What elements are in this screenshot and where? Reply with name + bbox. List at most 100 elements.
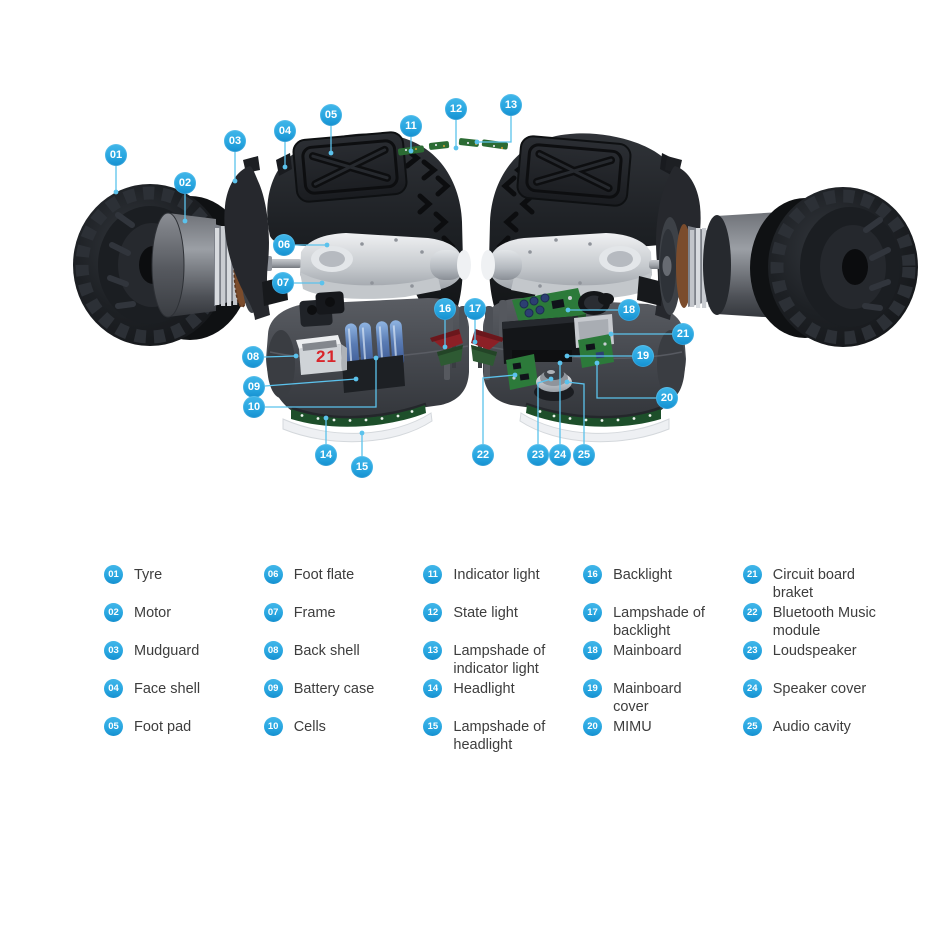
callout-badge-07: 07 [272, 272, 294, 294]
legend-label-25: Audio cavity [772, 719, 851, 735]
legend-badge-17: 17 [583, 603, 603, 622]
mimu-board [578, 334, 614, 368]
legend-label-02: Motor [134, 605, 172, 621]
callout-badge-04: 04 [274, 120, 296, 142]
battery-assembly [296, 291, 405, 393]
leader-dot-14 [323, 415, 329, 421]
callout-badge-02: 02 [174, 172, 196, 194]
leader-dot-08 [293, 353, 299, 359]
legend-item-25: 25 Audio cavity [742, 717, 903, 755]
legend-badge-02: 02 [104, 603, 123, 622]
leader-dot-12 [453, 145, 459, 151]
legend-badge-20: 20 [583, 717, 603, 736]
leader-line-22 [482, 374, 516, 444]
callout-badge-15: 15 [351, 456, 373, 478]
leader-dot-05 [328, 150, 334, 156]
legend-item-19: 19 Mainboard cover [583, 679, 743, 717]
cells [344, 320, 405, 370]
legend-badge-23: 23 [742, 641, 762, 660]
leader-dot-07 [319, 280, 325, 286]
legend-badge-04: 04 [104, 679, 123, 698]
legend-badge-05: 05 [104, 717, 123, 736]
legend-item-06: 06 Foot flate [263, 565, 424, 603]
legend-label-14: Headlight [453, 681, 515, 697]
legend-label-04: Face shell [134, 681, 201, 697]
legend-item-20: 20 MIMU [583, 717, 743, 755]
callout-badge-19: 19 [632, 345, 654, 367]
legend-item-23: 23 Loudspeaker [742, 641, 903, 679]
hoverboard-exploded-illustration [73, 0, 918, 443]
callout-badge-09: 09 [243, 376, 265, 398]
legend-badge-25: 25 [742, 717, 762, 736]
legend-label-20: MIMU [613, 719, 652, 735]
leader-dot-01 [113, 189, 119, 195]
callout-badge-20: 20 [656, 387, 678, 409]
leader-dot-17 [472, 339, 478, 345]
leader-line-08 [263, 355, 297, 358]
leader-line-20 [596, 363, 656, 399]
legend-label-23: Loudspeaker [772, 643, 857, 659]
legend-badge-11: 11 [423, 565, 443, 584]
callout-badge-17: 17 [464, 298, 486, 320]
legend-badge-10: 10 [263, 717, 283, 736]
leader-dot-19 [564, 353, 570, 359]
callout-badge-14: 14 [315, 444, 337, 466]
legend-badge-06: 06 [263, 565, 283, 584]
legend-badge-12: 12 [423, 603, 443, 622]
legend-badge-19: 19 [583, 679, 603, 698]
mainboard [512, 288, 614, 332]
tyre-right [750, 187, 918, 347]
legend-item-10: 10 Cells [263, 717, 424, 755]
legend-label-06: Foot flate [293, 567, 355, 583]
legend-badge-08: 08 [263, 641, 283, 660]
callout-badge-22: 22 [472, 444, 494, 466]
leader-dot-10 [373, 355, 379, 361]
legend-label-13: Lampshade of indicator light [453, 643, 546, 677]
legend-label-19: Mainboard cover [613, 681, 682, 715]
leader-dot-23 [548, 376, 554, 382]
legend-label-10: Cells [293, 719, 326, 735]
legend-label-05: Foot pad [134, 719, 192, 735]
legend-label-15: Lampshade of headlight [453, 719, 546, 753]
leader-dot-03 [232, 178, 238, 184]
callout-badge-23: 23 [527, 444, 549, 466]
legend-label-24: Speaker cover [772, 681, 867, 697]
leader-dot-13 [474, 139, 480, 145]
legend-label-08: Back shell [293, 643, 360, 659]
legend-badge-09: 09 [263, 679, 283, 698]
legend-item-05: 05 Foot pad [104, 717, 264, 755]
callout-badge-01: 01 [105, 144, 127, 166]
leader-line-23 [537, 378, 552, 444]
legend-badge-07: 07 [263, 603, 283, 622]
leader-dot-21 [608, 331, 614, 337]
legend-badge-18: 18 [583, 641, 603, 660]
leader-dot-11 [408, 148, 414, 154]
callout-badge-16: 16 [434, 298, 456, 320]
callout-badge-11: 11 [400, 115, 422, 137]
legend-badge-21: 21 [742, 565, 762, 584]
legend-badge-16: 16 [583, 565, 603, 584]
callout-badge-03: 03 [224, 130, 246, 152]
